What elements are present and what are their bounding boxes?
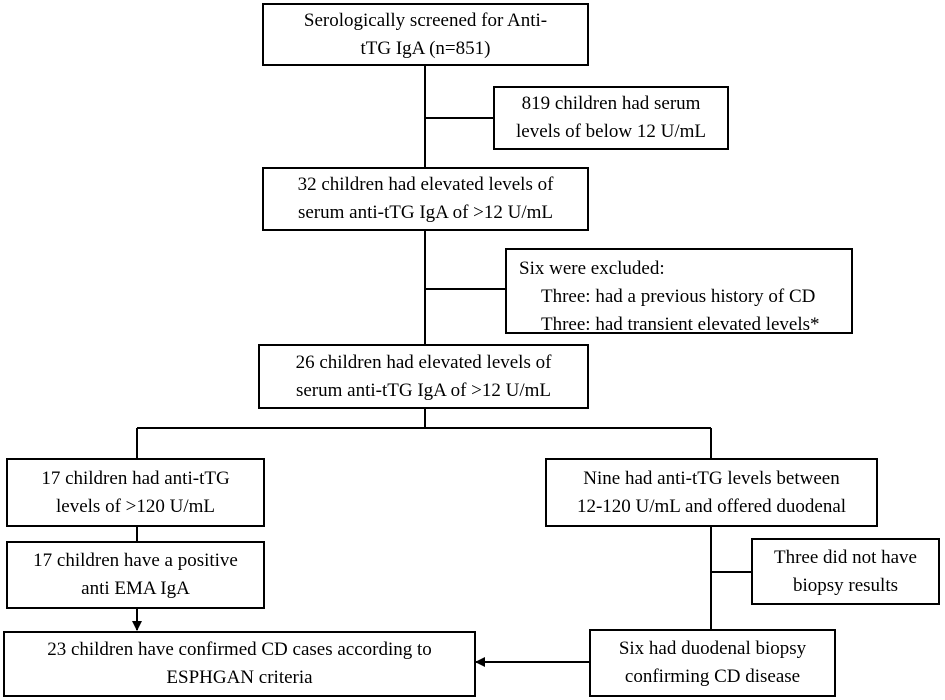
box-screened-line-1: Serologically screened for Anti- [303, 9, 548, 31]
box-biopsy-confirmed: Six had duodenal biopsy confirming CD di… [589, 629, 836, 697]
box-elevated-26: 26 children had elevated levels of serum… [258, 344, 589, 409]
box-below-12: 819 children had serum levels of below 1… [493, 86, 729, 150]
box-excluded-item-1: Three: had a previous history of CD [541, 286, 816, 307]
box-excluded-title: Six were excluded: [519, 258, 665, 279]
box-no-biopsy-line-1: Three did not have [774, 546, 917, 568]
box-between-12-120-line-2: 12-120 U/mL and offered duodenal [576, 495, 847, 517]
box-excluded: Six were excluded: Three: had a previous… [505, 248, 853, 335]
box-ema-positive: 17 children have a positive anti EMA IgA [6, 541, 265, 609]
box-excluded-item-2: Three: had transient elevated levels* [541, 314, 820, 335]
box-screened: Serologically screened for Anti- tTG IgA… [262, 3, 589, 66]
box-ema-positive-line-1: 17 children have a positive [33, 550, 238, 571]
box-over-120-line-1: 17 children had anti-tTG [41, 467, 230, 489]
box-biopsy-confirmed-line-2: confirming CD disease [624, 666, 801, 687]
box-between-12-120: Nine had anti-tTG levels between 12-120 … [545, 458, 878, 527]
box-biopsy-confirmed-line-1: Six had duodenal biopsy [618, 638, 807, 659]
box-confirmed: 23 children have confirmed CD cases acco… [3, 631, 476, 697]
box-between-12-120-line-1: Nine had anti-tTG levels between [583, 467, 840, 489]
box-elevated-32: 32 children had elevated levels of serum… [262, 167, 589, 231]
box-elevated-26-line-2: serum anti-tTG IgA of >12 U/mL [295, 379, 552, 401]
box-below-12-line-1: 819 children had serum [521, 93, 701, 114]
box-elevated-26-line-1: 26 children had elevated levels of [295, 351, 552, 373]
box-over-120-line-2: levels of >120 U/mL [56, 495, 215, 517]
box-confirmed-line-1: 23 children have confirmed CD cases acco… [47, 639, 432, 660]
box-elevated-32-line-1: 32 children had elevated levels of [297, 174, 554, 195]
box-no-biopsy: Three did not have biopsy results [751, 538, 940, 605]
box-confirmed-line-2: ESPHGAN criteria [166, 667, 313, 688]
box-over-120: 17 children had anti-tTG levels of >120 … [6, 458, 265, 527]
box-below-12-line-2: levels of below 12 U/mL [516, 121, 706, 142]
box-ema-positive-line-2: anti EMA IgA [81, 578, 190, 599]
box-screened-line-2: tTG IgA (n=851) [360, 37, 491, 59]
box-no-biopsy-line-2: biopsy results [792, 574, 899, 596]
box-elevated-32-line-2: serum anti-tTG IgA of >12 U/mL [297, 202, 554, 223]
